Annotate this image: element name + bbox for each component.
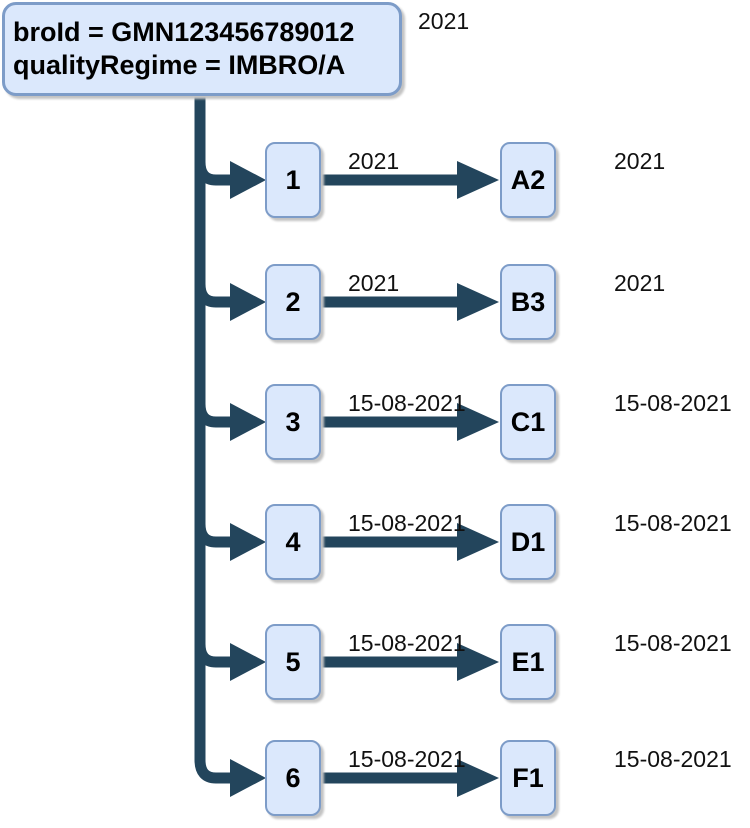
branch-arrowhead-icon	[230, 643, 266, 681]
branch-elbow-line	[194, 376, 231, 428]
version-date-label: 15-08-2021	[614, 746, 732, 772]
edge-date-label: 15-08-2021	[348, 390, 466, 416]
tube-number-node[interactable]: 2	[265, 264, 321, 340]
version-node[interactable]: A2	[500, 142, 556, 218]
version-date-label: 15-08-2021	[614, 630, 732, 656]
root-node[interactable]: broId = GMN123456789012 qualityRegime = …	[2, 2, 402, 96]
version-node[interactable]: D1	[500, 504, 556, 580]
branch-arrowhead-icon	[230, 759, 266, 797]
version-node-label: A2	[510, 164, 546, 195]
root-year-label: 2021	[418, 8, 470, 34]
version-node[interactable]: B3	[500, 264, 556, 340]
version-node-label: E1	[511, 646, 545, 677]
branch-elbow-line	[194, 616, 231, 668]
branch-elbow-line	[194, 496, 231, 548]
branch-arrowhead-icon	[230, 283, 266, 321]
edge-arrowhead-icon	[457, 759, 499, 797]
tube-number-label: 4	[285, 526, 301, 557]
version-node-label: F1	[512, 762, 544, 793]
edge-arrowhead-icon	[457, 643, 499, 681]
tube-number-node[interactable]: 1	[265, 142, 321, 218]
tube-number-label: 1	[285, 164, 301, 195]
trunk-line	[194, 94, 231, 784]
tube-number-label: 6	[285, 762, 301, 793]
branch-elbow-line	[194, 256, 231, 308]
edge-date-label: 2021	[348, 270, 400, 296]
version-date-label: 15-08-2021	[614, 390, 732, 416]
root-node-broid-line: broId = GMN123456789012	[13, 17, 355, 47]
edge-date-label: 2021	[348, 148, 400, 174]
edge-date-label: 15-08-2021	[348, 630, 466, 656]
version-node[interactable]: E1	[500, 624, 556, 700]
version-node-label: B3	[510, 286, 546, 317]
version-date-label: 2021	[614, 148, 666, 174]
tube-number-node[interactable]: 6	[265, 740, 321, 816]
version-node-label: C1	[510, 406, 546, 437]
edge-arrowhead-icon	[457, 161, 499, 199]
branch-arrowhead-icon	[230, 161, 266, 199]
edge-date-label: 15-08-2021	[348, 746, 466, 772]
root-node-quality-regime-line: qualityRegime = IMBRO/A	[13, 50, 346, 80]
version-date-label: 15-08-2021	[614, 510, 732, 536]
tube-number-node[interactable]: 3	[265, 384, 321, 460]
branch-arrowhead-icon	[230, 403, 266, 441]
edge-arrowhead-icon	[457, 523, 499, 561]
tube-number-label: 2	[285, 286, 301, 317]
branch-arrowhead-icon	[230, 523, 266, 561]
version-node[interactable]: C1	[500, 384, 556, 460]
tube-number-label: 5	[285, 646, 301, 677]
tube-number-node[interactable]: 4	[265, 504, 321, 580]
version-node[interactable]: F1	[500, 740, 556, 816]
edge-arrowhead-icon	[457, 403, 499, 441]
edge-date-label: 15-08-2021	[348, 510, 466, 536]
edge-arrowhead-icon	[457, 283, 499, 321]
version-date-label: 2021	[614, 270, 666, 296]
tube-number-label: 3	[285, 406, 301, 437]
branch-elbow-line	[194, 134, 231, 186]
version-node-label: D1	[510, 526, 546, 557]
tube-number-node[interactable]: 5	[265, 624, 321, 700]
